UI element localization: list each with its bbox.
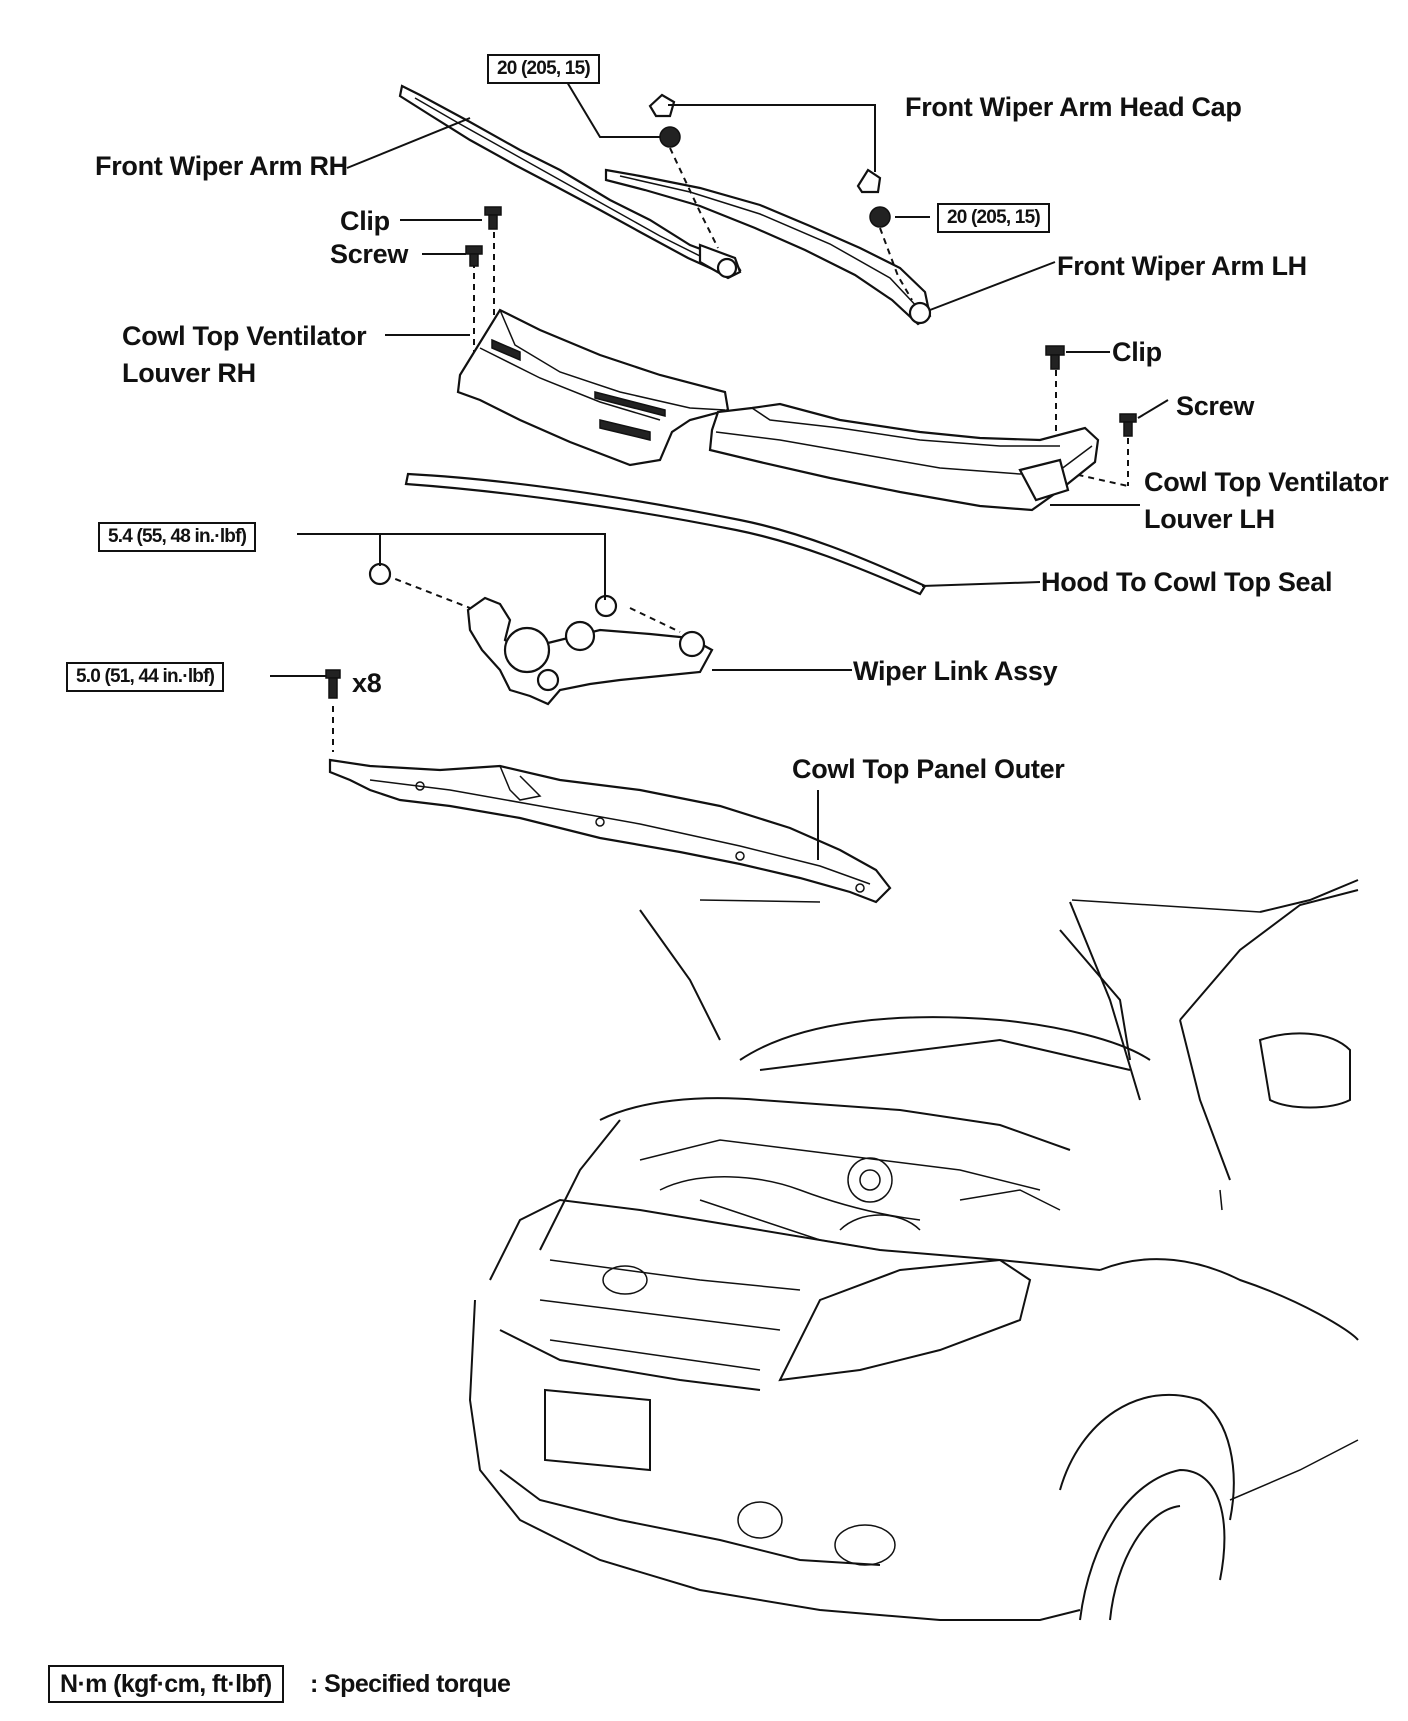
front-wiper-arm-rh [398,84,742,280]
label-wiper-link-assy: Wiper Link Assy [853,656,1058,686]
nut-rh-icon [659,126,681,148]
legend-unit-box: N·m (kgf·cm, ft·lbf) [48,1665,284,1703]
cowl-louver-lh [708,402,1100,512]
cowl-louver-rh [456,308,730,467]
label-clip-rh: Clip [340,206,390,236]
clip-lh-icon [1045,345,1065,370]
screw-rh-icon [465,245,483,267]
cowl-top-panel-outer [328,758,892,904]
label-cowl-top-panel-outer: Cowl Top Panel Outer [792,754,1065,784]
head-cap-rh-icon [648,93,676,118]
label-clip-lh: Clip [1112,337,1162,367]
head-cap-lh-icon [856,168,882,194]
hood-to-cowl-top-seal [404,472,927,596]
label-cowl-louver-lh-line2: Louver LH [1144,504,1275,534]
vehicle-front-illustration [468,879,1359,1621]
torque-box-cowl-panel: 5.0 (51, 44 in.·lbf) [66,662,225,692]
label-bolt-quantity: x8 [352,668,382,698]
label-cowl-louver-lh-line1: Cowl Top Ventilator [1144,467,1389,497]
label-front-wiper-arm-lh: Front Wiper Arm LH [1057,251,1307,281]
torque-box-wiper-arm-rh: 20 (205, 15) [487,54,600,84]
label-hood-to-cowl-top-seal: Hood To Cowl Top Seal [1041,567,1333,597]
label-screw-rh: Screw [330,239,409,269]
legend-description: : Specified torque [310,1670,511,1698]
torque-box-wiper-link: 5.4 (55, 48 in.·lbf) [98,522,257,552]
label-cowl-louver-rh-line2: Louver RH [122,358,256,388]
clip-rh-icon [484,206,502,230]
label-screw-lh: Screw [1176,391,1255,421]
label-cowl-louver-rh-line1: Cowl Top Ventilator [122,321,367,351]
label-front-wiper-arm-head-cap: Front Wiper Arm Head Cap [905,92,1242,122]
bolt-icon [325,669,341,699]
wiper-link-assy [368,562,714,706]
nut-lh-icon [869,206,891,228]
front-wiper-arm-lh [604,168,932,326]
label-front-wiper-arm-rh: Front Wiper Arm RH [95,151,348,181]
screw-lh-icon [1119,413,1137,437]
torque-box-wiper-arm-lh: 20 (205, 15) [937,203,1050,233]
